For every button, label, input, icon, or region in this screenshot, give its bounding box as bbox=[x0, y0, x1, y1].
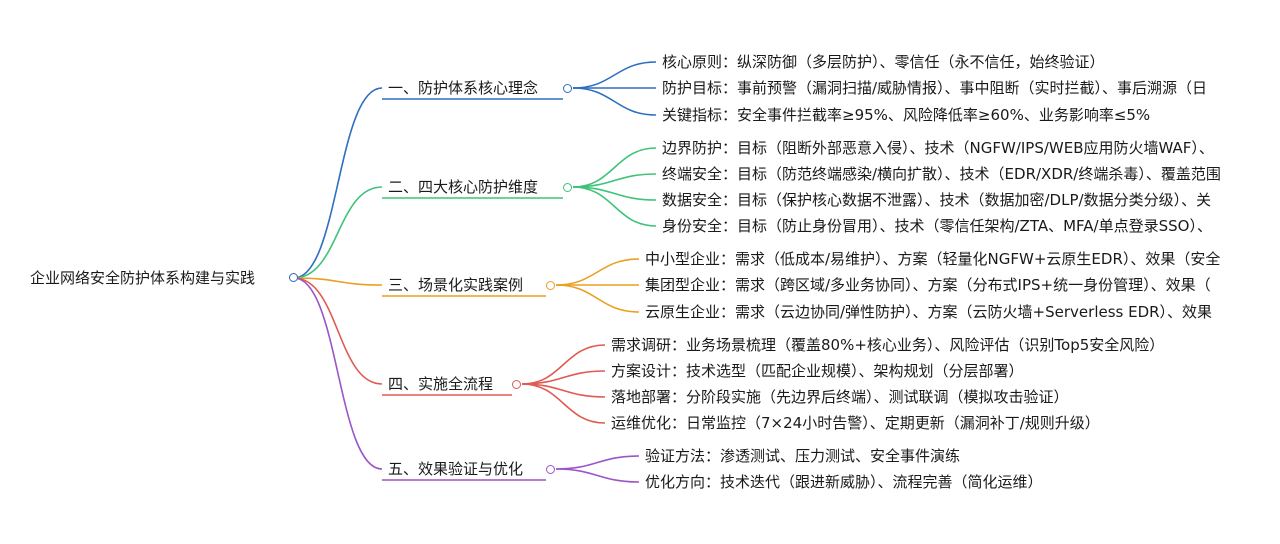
leaf-node-1-1: 核心原则：纵深防御（多层防护）、零信任（永不信任，始终验证） bbox=[662, 53, 1105, 71]
branch-label-3: 三、场景化实践案例 bbox=[388, 276, 524, 294]
leaf-node-4-3: 落地部署：分阶段实施（先边界后终端）、测试联调（模拟攻击验证） bbox=[611, 388, 1069, 406]
leaf-node-4-4: 运维优化：日常监控（7×24小时告警）、定期更新（漏洞补丁/规则升级） bbox=[611, 414, 1100, 432]
connector-root-branch-1 bbox=[293, 87, 383, 279]
connector-root-branch-2 bbox=[293, 186, 383, 279]
leaf-node-2-4: 身份安全：目标（防止身份冒用）、技术（零信任架构/ZTA、MFA/单点登录SSO… bbox=[662, 217, 1212, 235]
connector-root-branch-5 bbox=[293, 277, 383, 470]
branch-label-1: 一、防护体系核心理念 bbox=[388, 79, 539, 97]
connector-branch-3-child-3 bbox=[555, 284, 640, 313]
branch-label-2: 二、四大核心防护维度 bbox=[388, 178, 539, 196]
connector-branch-4-child-1 bbox=[521, 344, 606, 385]
connector-branch-4-child-4 bbox=[521, 383, 606, 424]
leaf-node-2-2: 终端安全：目标（防范终端感染/横向扩散）、技术（EDR/XDR/终端杀毒）、覆盖… bbox=[662, 165, 1221, 183]
branch-label-5: 五、效果验证与优化 bbox=[388, 460, 524, 478]
leaf-node-1-3: 关键指标：安全事件拦截率≥95%、风险降低率≥60%、业务影响率≤5% bbox=[662, 106, 1151, 124]
root-node: 企业网络安全防护体系构建与实践 bbox=[30, 269, 256, 287]
connector-branch-2-child-4 bbox=[572, 186, 657, 227]
leaf-node-3-1: 中小型企业：需求（低成本/易维护）、方案（轻量化NGFW+云原生EDR）、效果（… bbox=[645, 250, 1221, 268]
connector-branch-5-child-1 bbox=[555, 455, 640, 470]
connector-root-branch-4 bbox=[293, 277, 383, 385]
connector-branch-5-child-2 bbox=[555, 468, 640, 483]
leaf-node-5-1: 验证方法：渗透测试、压力测试、安全事件演练 bbox=[645, 447, 961, 465]
leaf-node-4-2: 方案设计：技术选型（匹配企业规模）、架构规划（分层部署） bbox=[611, 362, 1024, 380]
connector-branch-1-child-1 bbox=[572, 61, 657, 89]
leaf-node-3-2: 集团型企业：需求（跨区域/多业务协同）、方案（分布式IPS+统一身份管理）、效果… bbox=[645, 276, 1211, 294]
leaf-node-5-2: 优化方向：技术迭代（跟进新威胁）、流程完善（简化运维） bbox=[645, 473, 1043, 491]
leaf-node-2-1: 边界防护：目标（阻断外部恶意入侵）、技术（NGFW/IPS/WEB应用防火墙WA… bbox=[662, 139, 1214, 157]
branch-node-circle-3 bbox=[546, 280, 555, 290]
leaf-node-1-2: 防护目标：事前预警（漏洞扫描/威胁情报）、事中阻断（实时拦截）、事后溯源（日 bbox=[662, 79, 1208, 97]
branch-node-circle-4 bbox=[512, 379, 521, 389]
branch-label-4: 四、实施全流程 bbox=[388, 375, 494, 393]
leaf-node-2-3: 数据安全：目标（保护核心数据不泄露）、技术（数据加密/DLP/数据分类分级）、关 bbox=[662, 191, 1212, 209]
connector-branch-3-child-1 bbox=[555, 258, 640, 286]
connector-branch-1-child-3 bbox=[572, 87, 657, 116]
connector-root-branch-3 bbox=[293, 277, 383, 286]
leaf-node-4-1: 需求调研：业务场景梳理（覆盖80%+核心业务）、风险评估（识别Top5安全风险） bbox=[611, 336, 1165, 354]
root-node-circle bbox=[289, 273, 298, 282]
connector-branch-2-child-1 bbox=[572, 147, 657, 188]
branch-node-circle-1 bbox=[563, 83, 572, 93]
branch-node-circle-2 bbox=[563, 182, 572, 192]
leaf-node-3-3: 云原生企业：需求（云边协同/弹性防护）、方案（云防火墙+Serverless E… bbox=[645, 303, 1213, 321]
branch-node-circle-5 bbox=[546, 464, 555, 474]
